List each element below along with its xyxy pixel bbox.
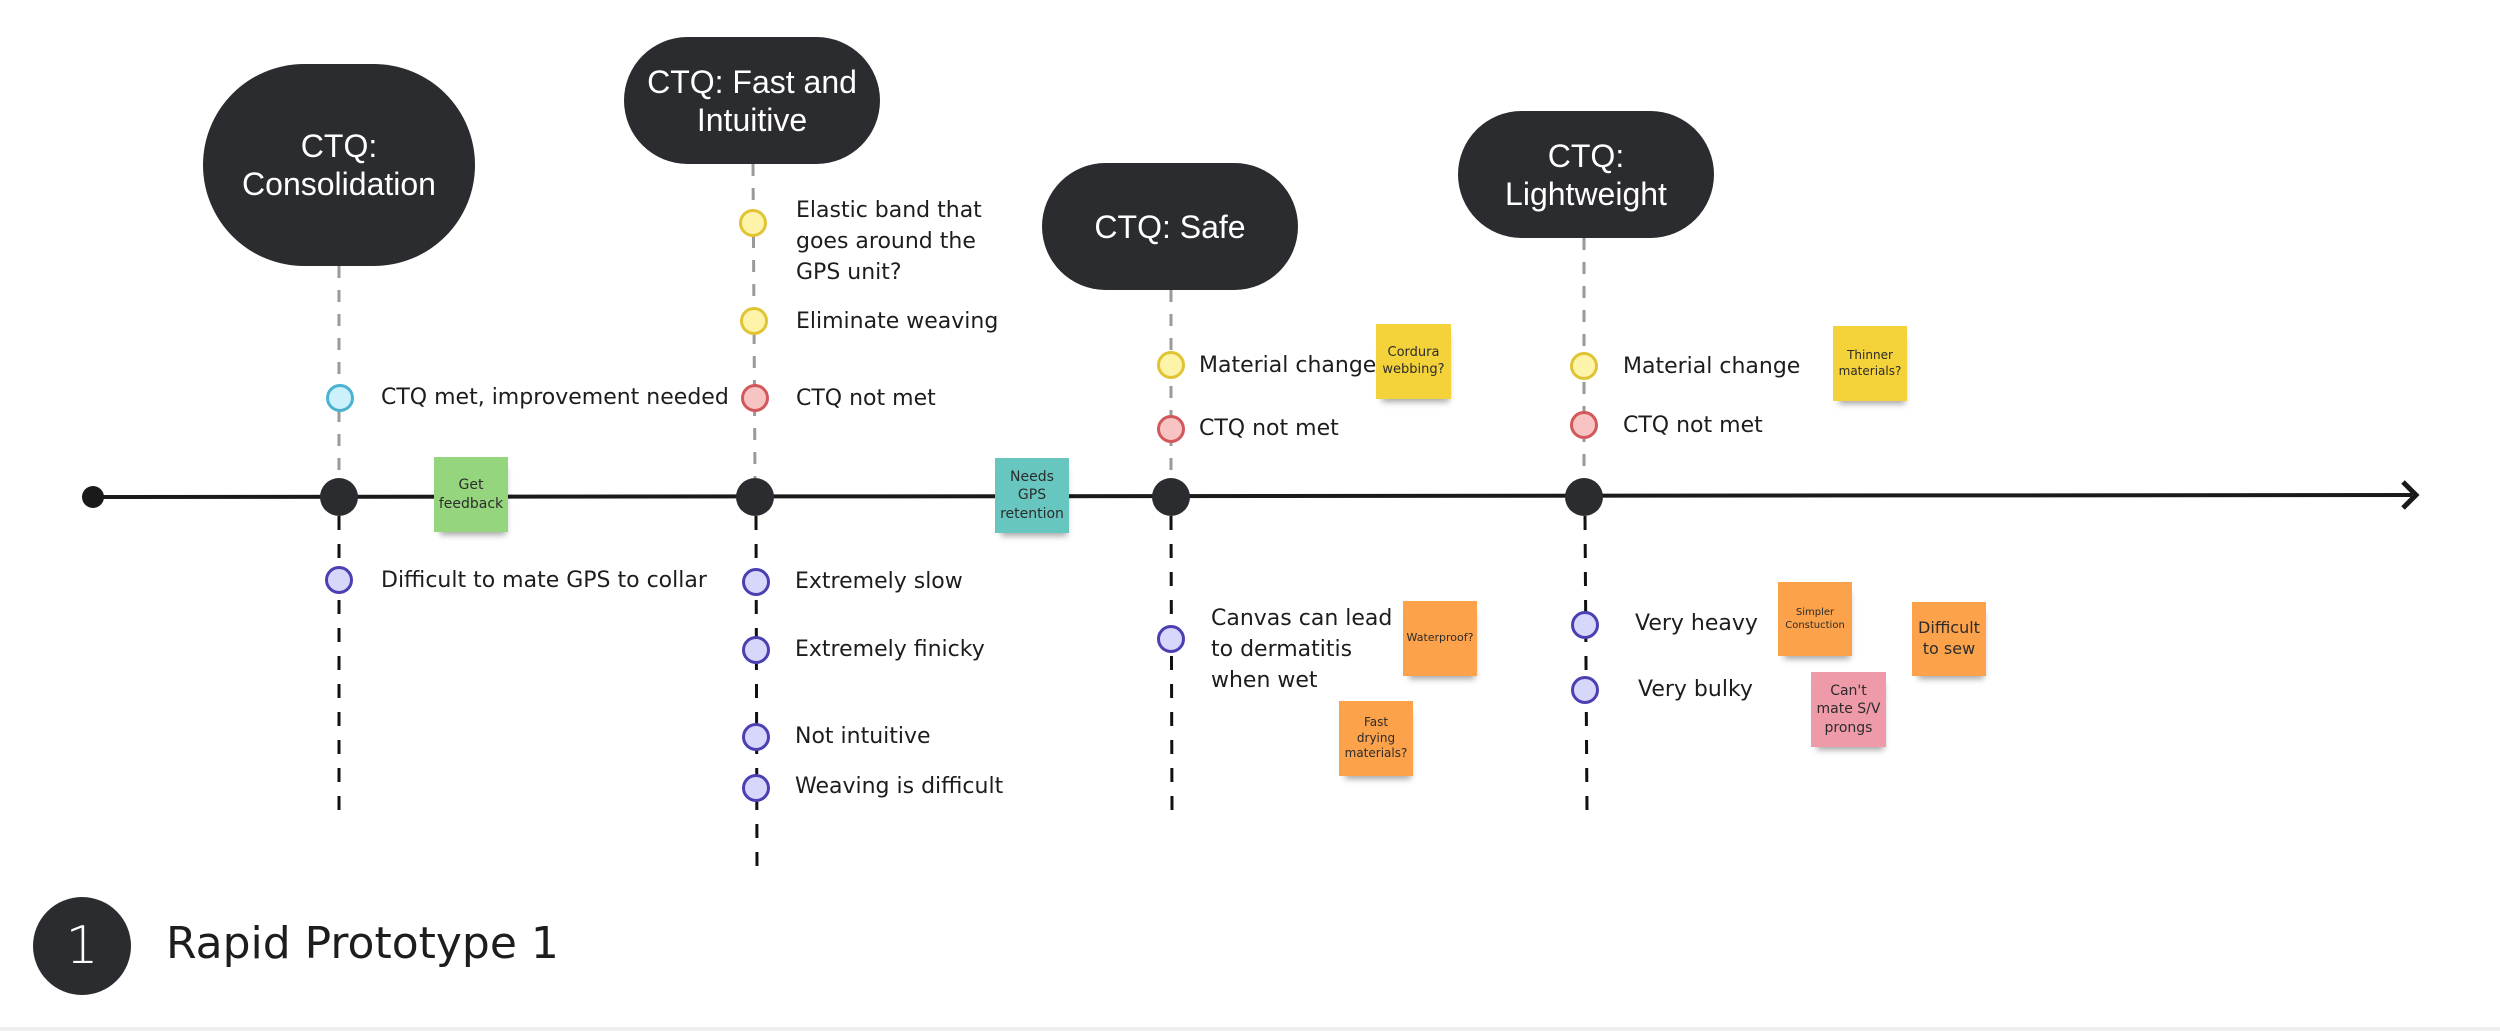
- item-text: Elastic band that goes around the GPS un…: [796, 198, 982, 285]
- status-dot-issue: [1571, 611, 1599, 639]
- status-dot-idea: [740, 307, 768, 335]
- status-dot-issue: [1571, 676, 1599, 704]
- sticky-note-get-feedback[interactable]: Get feedback: [434, 457, 508, 532]
- sticky-note-waterproof[interactable]: Waterproof?: [1403, 601, 1477, 676]
- axis-node-safe[interactable]: [1152, 478, 1190, 516]
- status-dot-improvement-needed: [326, 384, 354, 412]
- status-dot-not-met: [741, 384, 769, 412]
- section-title: Rapid Prototype 1: [166, 918, 559, 969]
- status-dot-idea: [1570, 352, 1598, 380]
- status-dot-not-met: [1157, 415, 1185, 443]
- status-dot-issue: [742, 723, 770, 751]
- connector-safe-below: [1169, 515, 1174, 813]
- status-dot-issue: [1157, 625, 1185, 653]
- item-text: Weaving is difficult: [795, 774, 1004, 799]
- status-dot-issue: [742, 636, 770, 664]
- status-dot-not-met: [1570, 411, 1598, 439]
- sticky-note-needs-gps-retention[interactable]: Needs GPS retention: [995, 458, 1069, 533]
- item-text: CTQ met, improvement needed: [381, 385, 729, 410]
- item-text: Very bulky: [1638, 677, 1753, 702]
- item-text: Material change: [1199, 353, 1377, 378]
- item-text: Extremely slow: [795, 569, 963, 594]
- ctq-bubble-consolidation[interactable]: CTQ: Consolidation: [203, 64, 475, 266]
- status-dot-issue: [742, 774, 770, 802]
- sticky-note-simpler-construction[interactable]: Simpler Constuction: [1778, 582, 1852, 656]
- sticky-note-cant-mate-prongs[interactable]: Can't mate S/V prongs: [1811, 672, 1886, 747]
- ctq-bubble-safe[interactable]: CTQ: Safe: [1042, 163, 1298, 290]
- section-number-badge: 1: [33, 897, 131, 995]
- item-text: CTQ not met: [1199, 416, 1339, 441]
- item-text: Very heavy: [1635, 611, 1758, 636]
- arrow-head-icon: [2401, 480, 2420, 510]
- ctq-bubble-lightweight[interactable]: CTQ: Lightweight: [1458, 111, 1714, 238]
- axis-node-fast-intuitive[interactable]: [736, 478, 774, 516]
- item-text: Canvas can lead to dermatitis when wet: [1211, 606, 1393, 693]
- connector-lightweight-below: [1583, 515, 1589, 813]
- sticky-note-fast-drying-materials[interactable]: Fast drying materials?: [1339, 701, 1413, 776]
- sticky-note-difficult-to-sew[interactable]: Difficult to sew: [1912, 602, 1986, 676]
- item-text: Eliminate weaving: [796, 309, 999, 334]
- item-text: Difficult to mate GPS to collar: [381, 568, 707, 593]
- timeline-start-dot: [82, 486, 104, 508]
- status-dot-idea: [1157, 351, 1185, 379]
- item-text: Not intuitive: [795, 724, 931, 749]
- ctq-bubble-fast-intuitive[interactable]: CTQ: Fast and Intuitive: [624, 37, 880, 164]
- axis-node-lightweight[interactable]: [1565, 478, 1603, 516]
- item-text: CTQ not met: [796, 386, 936, 411]
- item-text: Material change: [1623, 354, 1801, 379]
- bottom-divider: [0, 1027, 2500, 1031]
- status-dot-issue: [742, 568, 770, 596]
- axis-node-consolidation[interactable]: [320, 478, 358, 516]
- item-text: CTQ not met: [1623, 413, 1763, 438]
- item-text: Extremely finicky: [795, 637, 985, 662]
- status-dot-idea: [739, 209, 767, 237]
- sticky-note-cordura-webbing[interactable]: Cordura webbing?: [1376, 324, 1451, 399]
- status-dot-issue: [325, 566, 353, 594]
- sticky-note-thinner-materials[interactable]: Thinner materials?: [1833, 326, 1907, 401]
